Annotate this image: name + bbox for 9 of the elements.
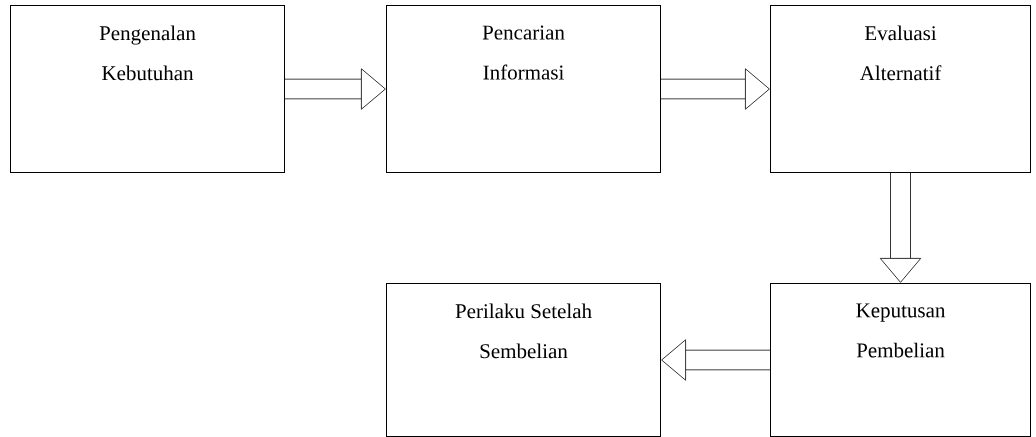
process-box: Evaluasi Alternatif [770,5,1031,173]
process-box: Pencarian Informasi [386,5,661,173]
process-box: Keputusan Pembelian [770,283,1031,437]
process-box: Pengenalan Kebutuhan [10,5,285,173]
block-arrow [879,173,922,283]
block-arrow [661,68,770,110]
block-arrow [661,339,770,381]
block-arrow [285,68,386,110]
process-box: Perilaku Setelah Sembelian [386,283,661,437]
